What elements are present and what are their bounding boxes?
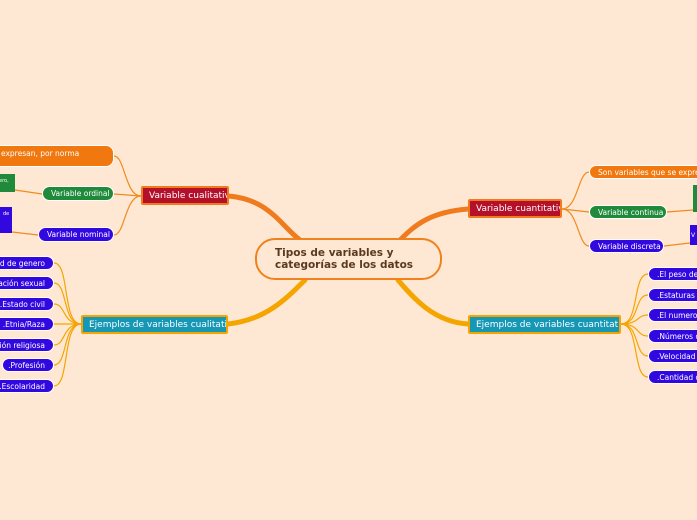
list-item[interactable]: .Cantidad d <box>648 370 697 384</box>
node-variable-cuantitativa[interactable]: Variable cuantitativa <box>468 199 562 218</box>
node-cuantitativa-definition[interactable]: Son variables que se expres <box>589 165 697 179</box>
list-item[interactable]: .Etnia/Raza <box>0 317 54 331</box>
list-item[interactable]: .Profesión <box>2 358 54 372</box>
list-item[interactable]: .Números d <box>648 329 697 343</box>
node-continua-note[interactable] <box>693 185 697 212</box>
list-item[interactable]: .Estaturas d <box>648 288 697 302</box>
node-cualitativa-definition[interactable]: expresan, por norma <box>0 145 114 167</box>
node-ejemplos-cualitativas[interactable]: Ejemplos de variables cualitativas <box>81 315 228 334</box>
node-variable-continua[interactable]: Variable continua <box>589 205 667 219</box>
node-variable-nominal[interactable]: Variable nominal <box>38 227 114 242</box>
list-item[interactable]: .El peso de <box>648 267 697 281</box>
list-item[interactable]: .Estado civil <box>0 297 54 311</box>
node-variable-cualitativa[interactable]: Variable cualitativa <box>141 186 229 205</box>
list-item[interactable]: .El numero <box>648 308 697 322</box>
list-item[interactable]: .Escolaridad <box>0 379 54 393</box>
node-variable-discreta[interactable]: Variable discreta <box>589 239 664 253</box>
list-item[interactable]: tación sexual <box>0 276 54 290</box>
node-nominal-note[interactable]: de <box>0 207 12 233</box>
list-item[interactable]: .Velocidad a <box>648 349 697 363</box>
central-topic[interactable]: Tipos de variables y categorías de los d… <box>255 238 442 280</box>
node-ordinal-note[interactable]: ero, <box>0 174 15 192</box>
central-topic-label: Tipos de variables y categorías de los d… <box>275 247 414 271</box>
node-ejemplos-cuantitativas[interactable]: Ejemplos de variables cuantitativas <box>468 315 621 334</box>
node-variable-ordinal[interactable]: Variable ordinal <box>42 186 114 201</box>
list-item[interactable]: ad de genero <box>0 256 54 270</box>
list-item[interactable]: sión religiosa <box>0 338 54 352</box>
node-discreta-note[interactable]: V <box>690 225 697 245</box>
